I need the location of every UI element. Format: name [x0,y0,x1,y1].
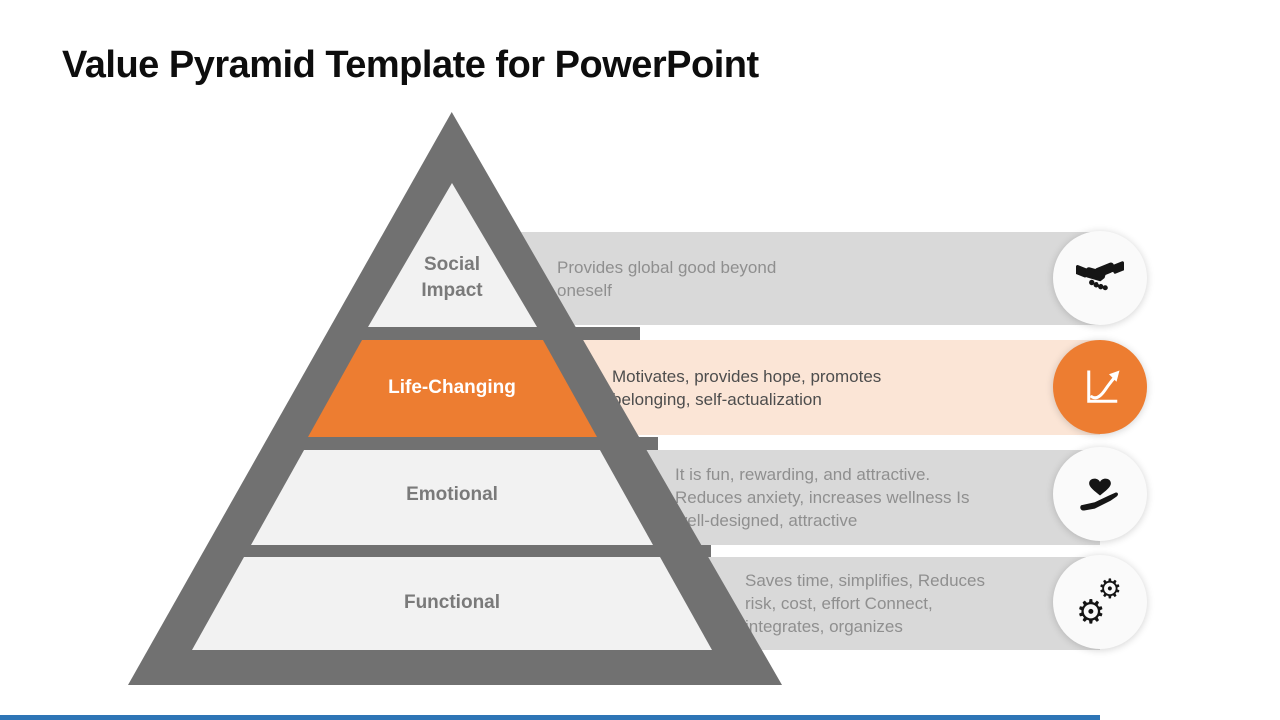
gears-icon: ⚙ ⚙ [1076,574,1124,631]
footer-accent-bar [0,715,1100,720]
social-impact-description: Provides global good beyond oneself [557,257,777,300]
gear-big-icon: ⚙ [1076,592,1106,631]
pyramid-level-life-changing [308,340,597,437]
separator-band-2 [310,437,658,450]
functional-icon-circle: ⚙ ⚙ [1053,555,1147,649]
functional-label: Functional [403,592,501,613]
social-impact-icon-circle [1053,231,1147,325]
slide-title: Value Pyramid Template for PowerPoint [62,44,759,86]
emotional-label: Emotional [406,484,498,505]
line-chart-icon [1087,370,1120,403]
pyramid-level-functional [192,557,712,650]
life-changing-label: Life-Changing [388,377,516,398]
social-impact-bar: Provides global good beyond oneself [460,232,1100,325]
life-changing-icon-circle [1053,340,1147,434]
pyramid-level-emotional [251,450,653,545]
social-impact-label: Social Impact [421,254,483,301]
gear-small-icon: ⚙ [1097,574,1122,605]
functional-description: Saves time, simplifies, Reduces risk, co… [745,571,985,636]
emotional-description: It is fun, rewarding, and attractive. Re… [675,465,970,530]
hand-heart-icon [1080,478,1118,511]
separator-band-3 [253,545,711,557]
separator-band-1 [365,327,640,340]
emotional-icon-circle [1053,447,1147,541]
life-changing-description: Motivates, provides hope, promotes belon… [612,366,882,409]
handshake-icon [1076,261,1124,291]
